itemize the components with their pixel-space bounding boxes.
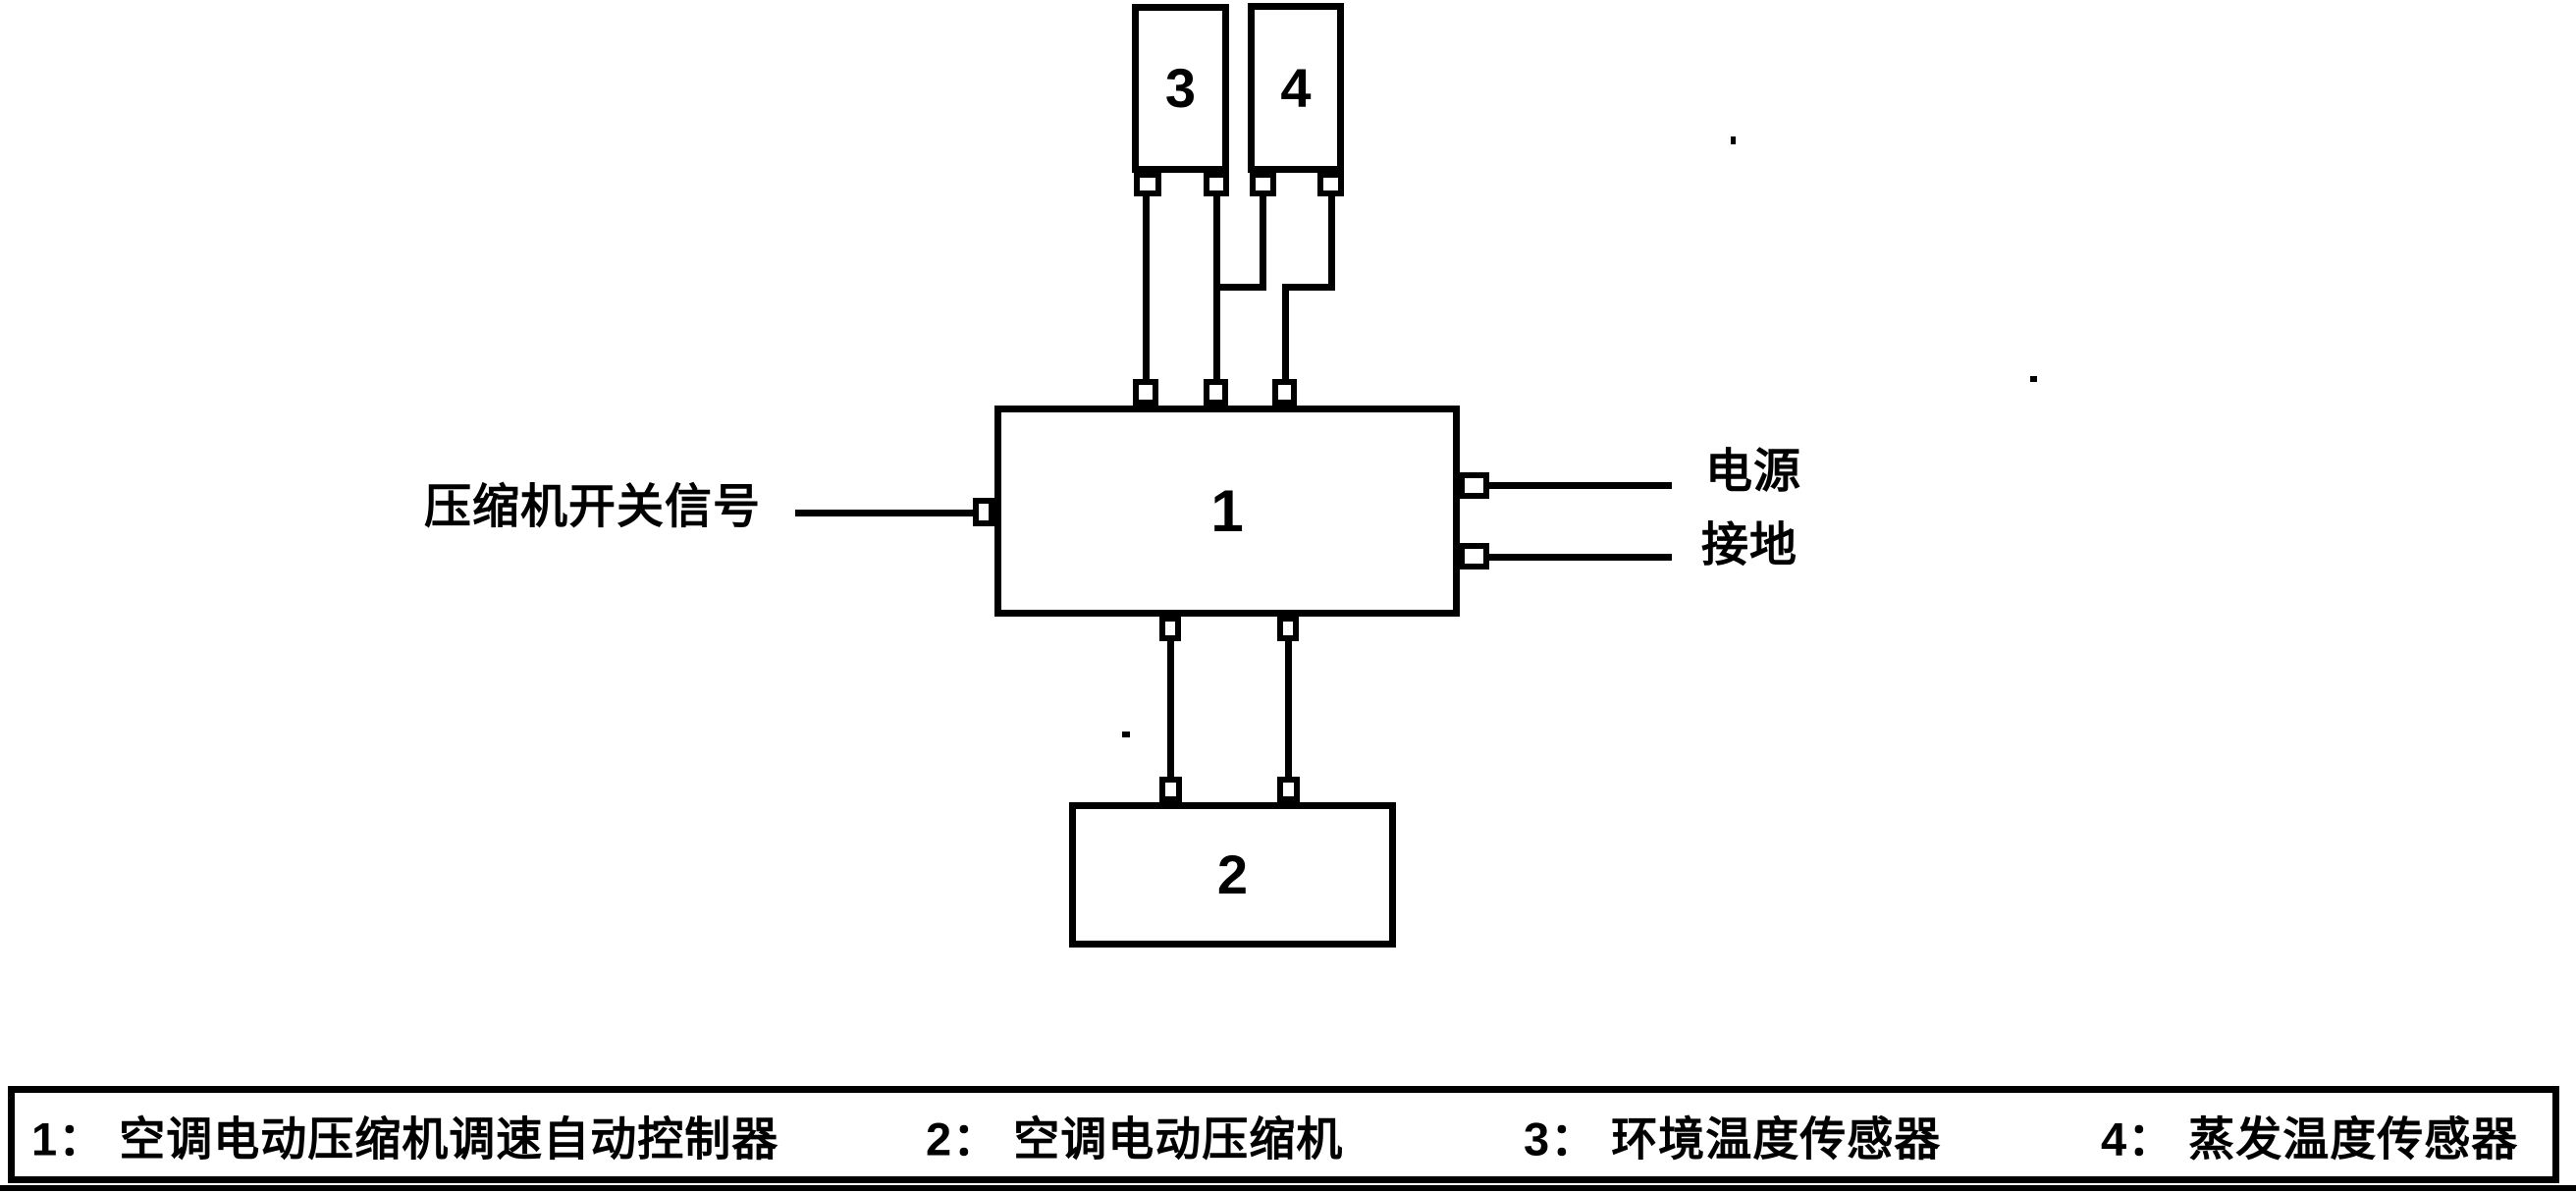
scan-artifact-dot — [2030, 376, 2037, 382]
wire-sensor4-right-vertical — [1328, 196, 1335, 291]
page-bottom-rule — [0, 1185, 2576, 1191]
wire-ground-output — [1487, 554, 1672, 561]
wire-switch-signal-input — [795, 510, 975, 516]
ambient-sensor-box-number: 3 — [1164, 57, 1197, 119]
wire-power-output — [1487, 482, 1672, 489]
legend-bar: 1： 空调电动压缩机调速自动控制器 2： 空调电动压缩机 3： 环境温度传感器 … — [8, 1086, 2559, 1183]
evap-sensor-box-number: 4 — [1280, 56, 1312, 119]
controller-right-terminal-power — [1459, 472, 1489, 499]
wire-sensor4-right-jog — [1282, 284, 1335, 291]
scan-artifact-dot — [1122, 732, 1130, 737]
ambient-sensor-box: 3 — [1132, 4, 1229, 173]
ground-label: 接地 — [1701, 519, 1798, 571]
controller-top-terminal-1 — [1133, 379, 1158, 406]
wire-sensor4-left-vertical — [1260, 196, 1266, 291]
legend-item-ambient-sensor: 3： 环境温度传感器 — [1524, 1112, 1942, 1165]
sensor3-terminal-right — [1204, 172, 1229, 196]
sensor4-terminal-left — [1250, 172, 1276, 196]
compressor-top-terminal-1 — [1159, 777, 1182, 802]
controller-right-terminal-ground — [1459, 543, 1489, 569]
compressor-box: 2 — [1069, 802, 1396, 948]
controller-bottom-terminal-1 — [1159, 616, 1181, 641]
controller-top-terminal-2 — [1204, 379, 1228, 406]
wire-sensor3-left-to-controller — [1143, 196, 1150, 383]
legend-item-evap-sensor: 4： 蒸发温度传感器 — [2101, 1112, 2519, 1165]
compressor-box-number: 2 — [1216, 843, 1249, 905]
controller-top-terminal-3 — [1272, 379, 1297, 406]
sensor4-terminal-right — [1317, 172, 1344, 196]
controller-bottom-terminal-2 — [1277, 616, 1299, 641]
wire-sensor4-left-jog — [1216, 284, 1266, 291]
legend-item-controller: 1： 空调电动压缩机调速自动控制器 — [31, 1112, 779, 1165]
scan-artifact-dot — [1731, 136, 1736, 144]
controller-left-terminal — [973, 498, 994, 526]
wire-sensor4-right-to-controller — [1282, 284, 1289, 383]
legend-item-compressor: 2： 空调电动压缩机 — [926, 1112, 1344, 1165]
evap-sensor-box: 4 — [1248, 3, 1344, 173]
sensor3-terminal-left — [1134, 172, 1161, 196]
wire-controller-to-compressor-2 — [1285, 639, 1292, 780]
controller-box-number: 1 — [1210, 477, 1244, 544]
switch-signal-label: 压缩机开关信号 — [424, 481, 762, 533]
compressor-top-terminal-2 — [1277, 777, 1300, 802]
power-label: 电源 — [1705, 446, 1802, 498]
controller-box: 1 — [994, 406, 1460, 617]
wire-controller-to-compressor-1 — [1167, 639, 1174, 780]
